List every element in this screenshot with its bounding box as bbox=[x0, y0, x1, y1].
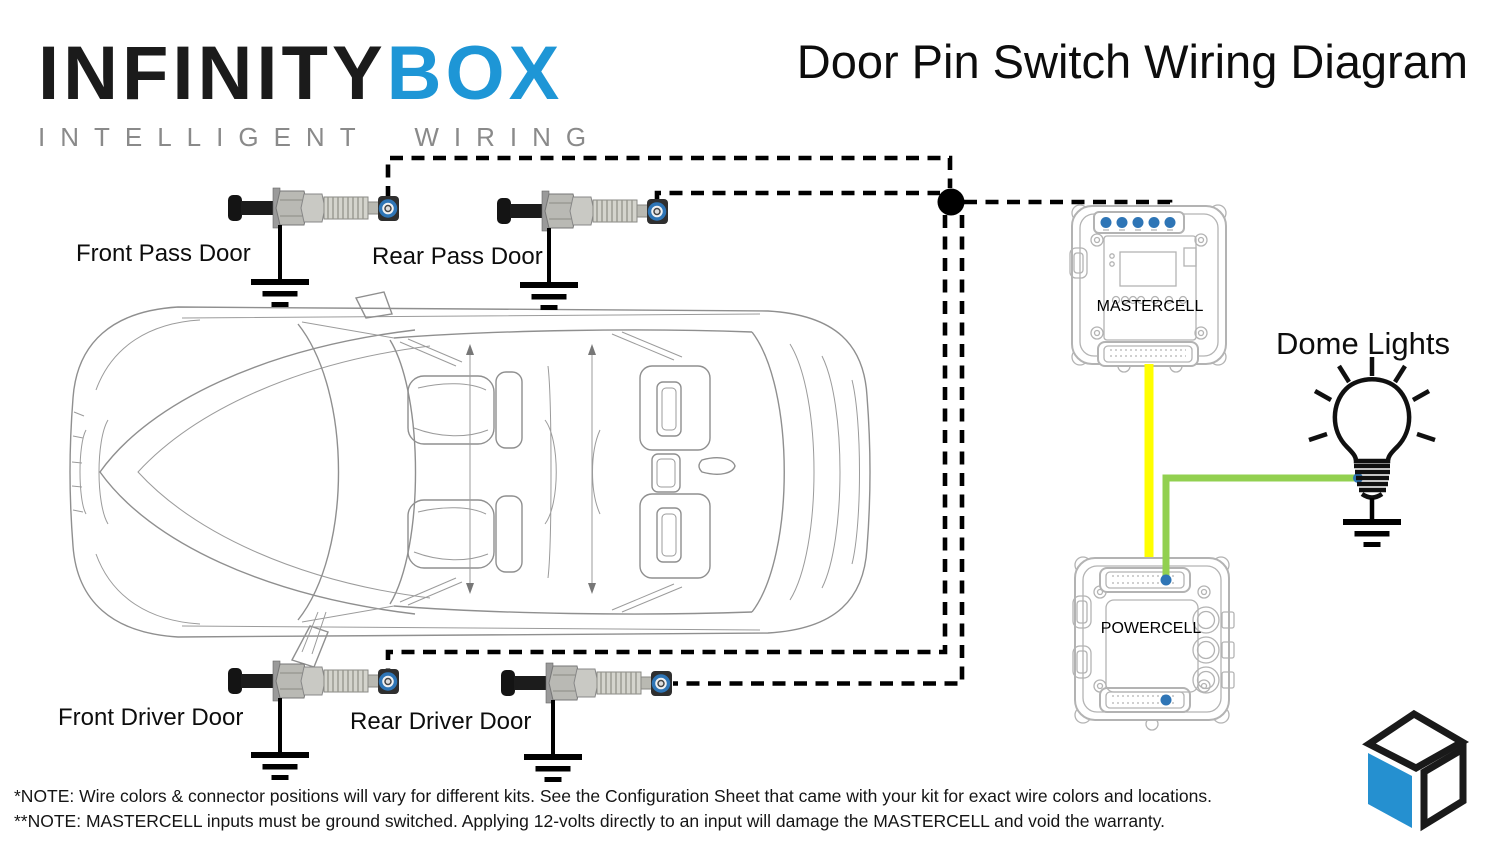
label-dome-lights: Dome Lights bbox=[1276, 326, 1451, 361]
light-rays bbox=[1308, 357, 1436, 443]
ground-symbol-rear-pass bbox=[520, 228, 578, 310]
mastercell-output-connector bbox=[1097, 341, 1199, 367]
ground-symbol-front-pass bbox=[251, 225, 309, 307]
wire-front-driver-to-junction bbox=[385, 215, 948, 672]
door-dimension-arrows bbox=[466, 344, 596, 594]
powercell-green-wire-pin bbox=[1160, 574, 1172, 586]
dome-light-bulb-icon bbox=[1308, 357, 1436, 547]
note-ground-switched: **NOTE: MASTERCELL inputs must be ground… bbox=[14, 811, 1166, 831]
junction-dot bbox=[937, 188, 965, 216]
mastercell-unit bbox=[1069, 204, 1227, 373]
powercell-unit bbox=[1072, 556, 1235, 731]
label-front-driver-door: Front Driver Door bbox=[58, 704, 244, 731]
logo-tagline: INTELLIGENT WIRING bbox=[38, 122, 602, 152]
label-front-pass-door: Front Pass Door bbox=[76, 240, 251, 267]
front-pass-door-switch bbox=[226, 186, 401, 230]
mastercell-input-connector bbox=[1093, 211, 1185, 234]
label-powercell: POWERCELL bbox=[1100, 620, 1202, 637]
wire-rear-driver-to-junction bbox=[673, 215, 965, 686]
infinitybox-cube-logo bbox=[1362, 709, 1470, 832]
infinitybox-logo: INFINITYBOX INTELLIGENT WIRING bbox=[38, 36, 602, 152]
front-driver-door-switch bbox=[226, 659, 401, 703]
front-seats bbox=[407, 371, 523, 573]
ground-symbol-front-driver bbox=[251, 698, 309, 780]
ground-symbol-dome-light bbox=[1343, 498, 1401, 547]
rear-driver-door-switch bbox=[499, 661, 674, 705]
powercell-top-connector bbox=[1099, 567, 1191, 593]
page-title: Door Pin Switch Wiring Diagram bbox=[796, 35, 1468, 88]
logo-box: BOX bbox=[386, 31, 564, 116]
green-wire-powercell-to-dome-light bbox=[1162, 474, 1357, 579]
powercell-power-posts bbox=[1192, 606, 1235, 694]
logo-wordmark: INFINITYBOX bbox=[38, 36, 601, 112]
rear-pass-door-switch bbox=[495, 189, 670, 233]
label-rear-driver-door: Rear Driver Door bbox=[350, 708, 532, 735]
label-rear-pass-door: Rear Pass Door bbox=[372, 243, 543, 270]
car-top-view bbox=[69, 291, 871, 668]
wire-rear-pass-to-junction bbox=[654, 190, 940, 202]
note-wire-colors: *NOTE: Wire colors & connector positions… bbox=[14, 786, 1212, 806]
ground-symbol-rear-driver bbox=[524, 700, 582, 782]
logo-infinity: INFINITY bbox=[38, 31, 387, 116]
label-mastercell: MASTERCELL bbox=[1096, 298, 1204, 315]
rear-seats bbox=[639, 365, 711, 579]
